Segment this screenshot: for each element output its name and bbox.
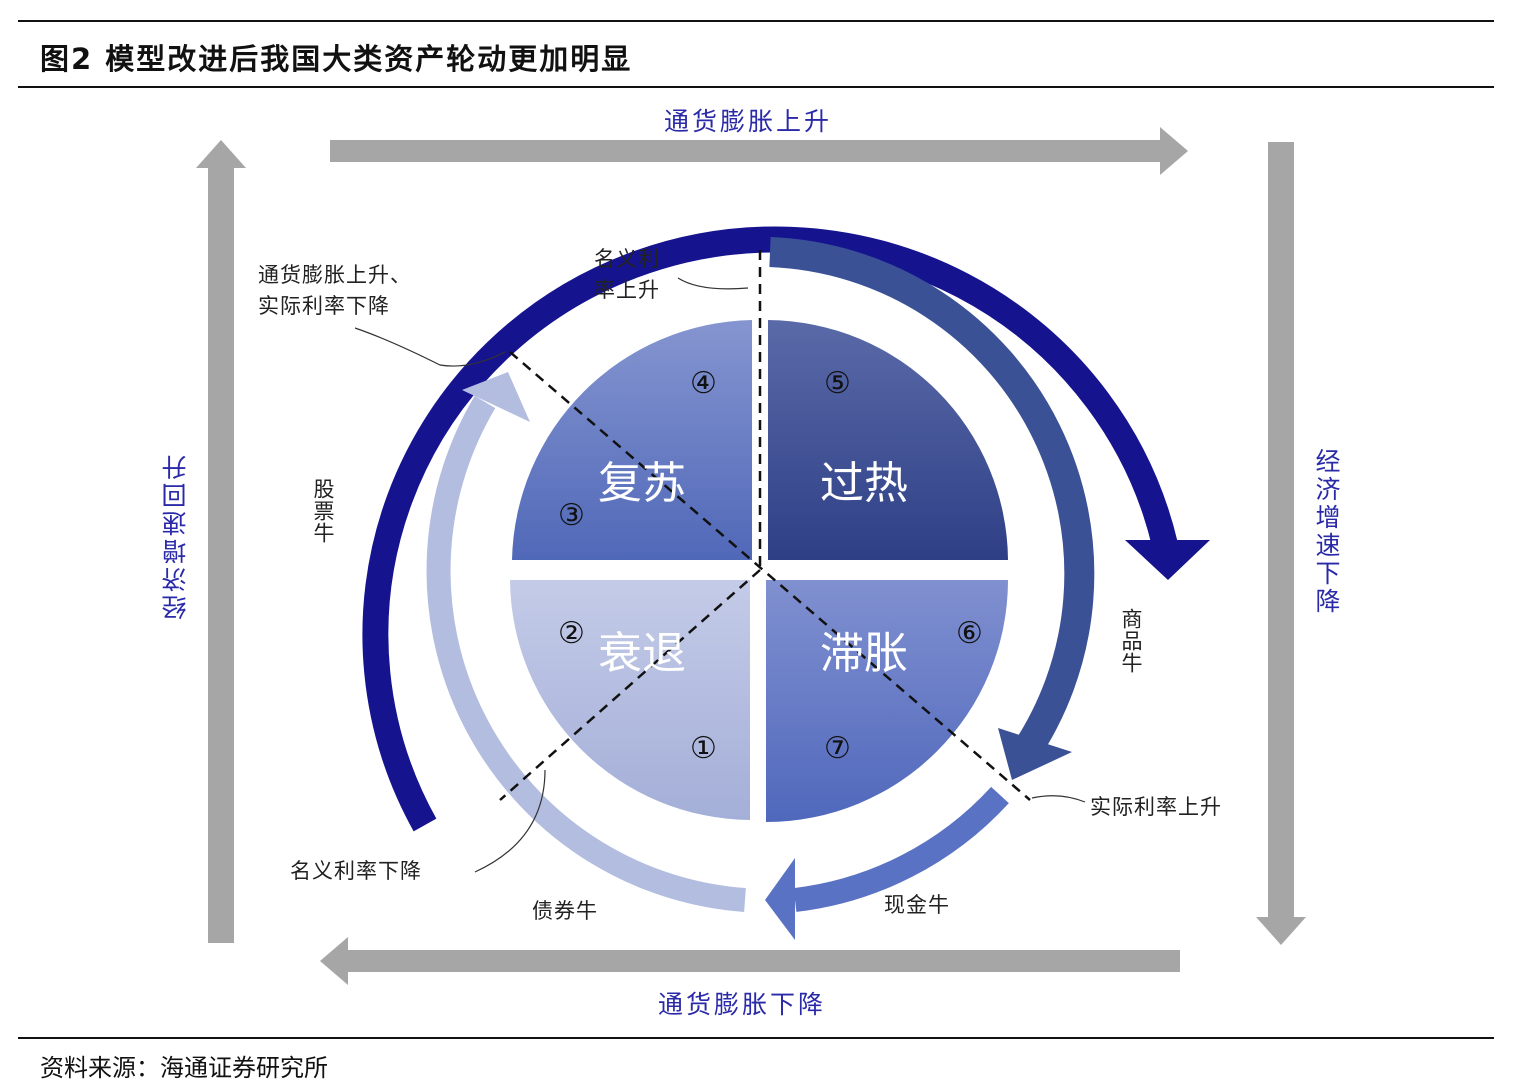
label-nominal-rate-up: 名义利 率上升 [594,247,660,302]
dashed-line-diagonal-1 [509,351,1031,801]
quadrant-stagflation [766,580,1008,822]
label-stock-bull: 股票牛 [311,478,335,544]
stage-6: ⑥ [956,616,983,651]
inflation-down-arrow [345,950,1180,972]
label-bond-bull: 债券牛 [532,899,598,923]
bottom-rule [18,1037,1494,1039]
dashed-line-diagonal-2 [499,569,761,801]
stage-1: ① [690,731,717,766]
cash-bull-arc [793,786,1009,912]
growth-up-arrow [208,165,234,943]
quadrant-recovery [512,320,752,560]
phase-stagflation: 滞胀 [820,628,908,679]
stage-7: ⑦ [824,731,851,766]
figure-title: 图2 模型改进后我国大类资产轮动更加明显 [40,42,633,76]
phase-recovery: 复苏 [598,458,686,509]
label-cash-bull: 现金牛 [884,893,950,917]
axis-growth-down: 经济增速下降 [1312,448,1341,616]
stage-3: ③ [558,498,585,533]
title-rule [18,86,1494,88]
phase-overheat: 过热 [820,458,908,509]
axis-inflation-down: 通货膨胀下降 [658,990,827,1019]
label-commodity-bull: 商品牛 [1119,608,1143,674]
label-real-rate-up: 实际利率上升 [1090,795,1222,819]
label-nominal-rate-down: 名义利率下降 [290,859,422,883]
quadrant-overheat [768,320,1008,560]
main-cycle-arrowhead [1125,540,1210,580]
top-rule [18,20,1494,22]
stage-4: ④ [690,366,717,401]
commodity-bull-arc [769,237,1095,769]
phase-recession: 衰退 [598,628,686,679]
bond-arrowhead [462,372,530,422]
growth-down-arrow [1268,142,1294,920]
axis-growth-up: 经济增速回升 [161,452,190,620]
quadrant-recession [510,580,750,820]
commodity-arrowhead [998,728,1072,780]
inflation-up-arrow [330,140,1165,162]
bond-bull-arc [426,395,746,912]
stage-5: ⑤ [824,366,851,401]
main-cycle-arc [362,226,1178,832]
label-inflation-up-real-rate-down: 通货膨胀上升、 实际利率下降 [258,263,412,318]
axis-inflation-up: 通货膨胀上升 [664,107,833,136]
stage-2: ② [558,616,585,651]
cash-arrowhead [765,858,795,940]
source-note: 资料来源：海通证券研究所 [40,1054,328,1082]
